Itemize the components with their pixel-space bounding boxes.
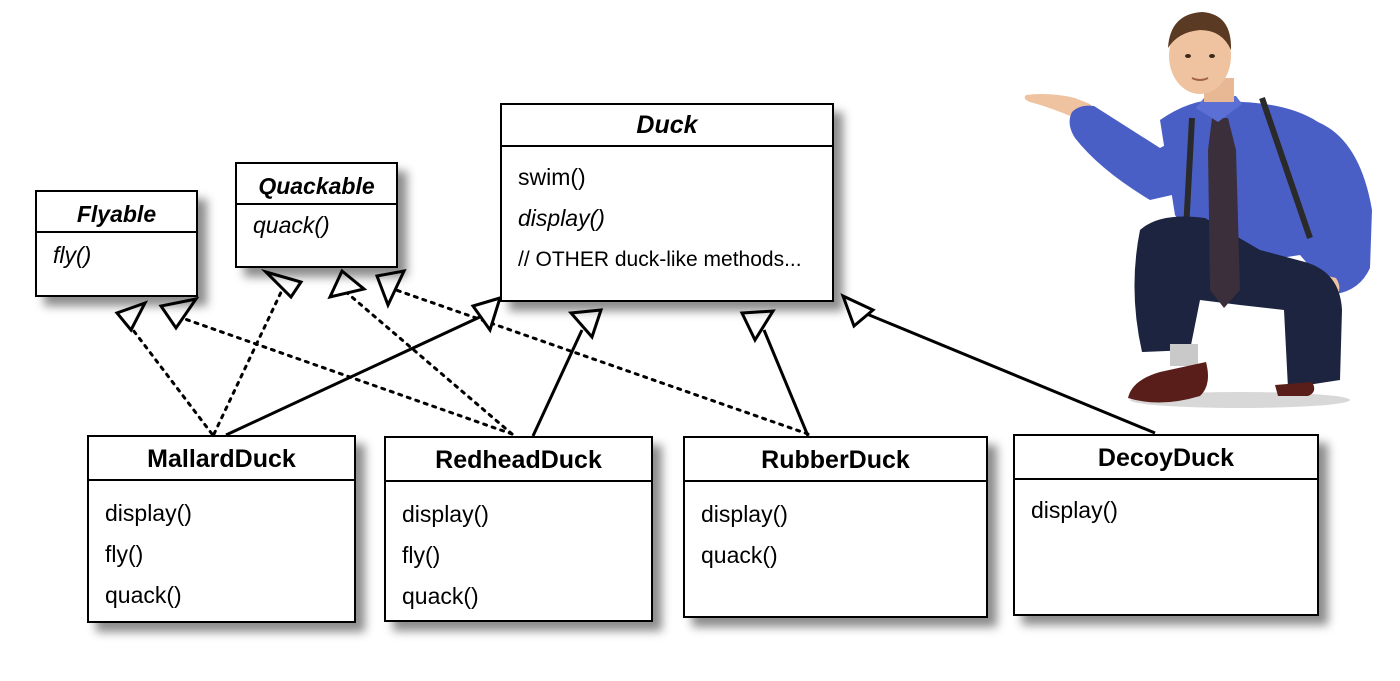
method-rubber-display: display() [701, 501, 788, 527]
class-box-duck: Duck swim() display() // OTHER duck-like… [500, 103, 834, 302]
method-list-rubber-duck: display() quack() [685, 482, 986, 576]
arrowhead-mallard-flyable [114, 300, 149, 333]
arrowhead-mallard-quackable [260, 268, 304, 300]
arrowhead-redhead-quackable [327, 268, 368, 300]
interface-name-quackable: Quackable [237, 164, 396, 205]
method-list-quackable: quack() [237, 205, 396, 246]
class-name-redhead-duck: RedheadDuck [386, 438, 651, 482]
class-box-rubber-duck: RubberDuck display() quack() [683, 436, 988, 618]
inherit-line-rubber-duck [762, 329, 810, 437]
class-name-rubber-duck: RubberDuck [685, 438, 986, 482]
realize-line-mallard-quackable [212, 286, 285, 436]
interface-name-flyable: Flyable [37, 192, 196, 233]
arrowhead-rubber-quackable [374, 268, 407, 309]
method-duck-display: display() [518, 205, 605, 231]
inherit-line-decoy-duck [861, 310, 1156, 435]
interface-box-quackable: Quackable quack() [235, 162, 398, 268]
method-redhead-fly: fly() [402, 542, 441, 568]
class-name-mallard-duck: MallardDuck [89, 437, 354, 481]
method-duck-swim: swim() [518, 164, 586, 190]
class-box-redhead-duck: RedheadDuck display() fly() quack() [384, 436, 653, 622]
method-list-flyable: fly() [37, 233, 196, 276]
class-name-duck: Duck [502, 105, 832, 147]
arrowhead-mallard-duck [470, 295, 503, 334]
realize-line-redhead-quackable [344, 290, 514, 436]
method-list-duck: swim() display() // OTHER duck-like meth… [502, 147, 832, 280]
inherit-line-mallard-duck [225, 314, 483, 437]
arrowhead-redhead-flyable [158, 296, 200, 331]
method-list-redhead-duck: display() fly() quack() [386, 482, 651, 617]
arrowhead-decoy-duck [840, 293, 876, 329]
method-list-decoy-duck: display() [1015, 480, 1317, 531]
businessman-presenting-illustration [1024, 12, 1372, 408]
arrowhead-rubber-duck [739, 309, 776, 344]
method-duck-other: // OTHER duck-like methods... [518, 248, 802, 271]
inherit-line-redhead-duck [531, 329, 584, 437]
method-rubber-quack: quack() [701, 542, 778, 568]
class-box-mallard-duck: MallardDuck display() fly() quack() [87, 435, 356, 623]
realize-line-rubber-quackable [394, 288, 810, 436]
realize-line-mallard-flyable [128, 324, 214, 436]
method-quackable-quack: quack() [253, 212, 330, 238]
class-box-decoy-duck: DecoyDuck display() [1013, 434, 1319, 616]
method-mallard-fly: fly() [105, 541, 144, 567]
method-flyable-fly: fly() [53, 242, 92, 268]
method-mallard-quack: quack() [105, 582, 182, 608]
arrowhead-redhead-duck [567, 308, 604, 340]
method-redhead-display: display() [402, 501, 489, 527]
interface-box-flyable: Flyable fly() [35, 190, 198, 297]
method-list-mallard-duck: display() fly() quack() [89, 481, 354, 616]
method-redhead-quack: quack() [402, 583, 479, 609]
realize-line-redhead-flyable [180, 316, 514, 436]
method-decoy-display: display() [1031, 497, 1118, 523]
class-name-decoy-duck: DecoyDuck [1015, 436, 1317, 480]
method-mallard-display: display() [105, 500, 192, 526]
